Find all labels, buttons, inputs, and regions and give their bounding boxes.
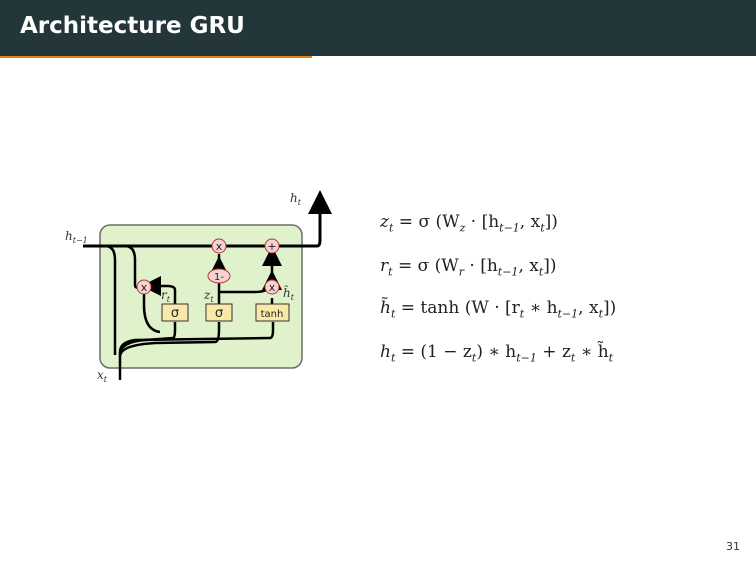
r-mult-down xyxy=(142,294,161,334)
mult-op-h-label: x xyxy=(269,281,276,294)
slide-header: Architecture GRU xyxy=(0,0,756,56)
r-arrow xyxy=(141,276,177,304)
mult-op-h: x xyxy=(264,279,280,295)
tanh-gate: tanh xyxy=(255,303,290,322)
plus-op-label: + xyxy=(267,240,276,253)
page-number: 31 xyxy=(726,540,740,553)
output-arrow xyxy=(308,190,332,248)
sigma-gate-r-label: σ xyxy=(171,306,179,321)
mult-op-r-label: x xyxy=(141,281,148,294)
sigma-gate-z-label: σ xyxy=(215,306,223,321)
label-h-prev: ht−1 xyxy=(65,229,88,245)
title-underline xyxy=(0,56,312,58)
sigma-gate-r: σ xyxy=(161,303,189,322)
gru-cell-box xyxy=(99,224,303,369)
plus-op: + xyxy=(264,238,280,254)
tanh-gate-label: tanh xyxy=(261,309,284,320)
input-to-z xyxy=(118,322,221,357)
equation-htilde: h̃t = tanh (W · [rt ∗ ht−1, xt]) xyxy=(380,298,617,321)
hprev-to-left xyxy=(104,244,117,355)
input-to-r xyxy=(118,322,177,356)
mult-op-top-label: x xyxy=(216,240,223,253)
label-x: xt xyxy=(97,368,108,384)
equation-r: rt = σ (Wr · [ht−1, xt]) xyxy=(380,256,557,279)
equation-z: zt = σ (Wz · [ht−1, xt]) xyxy=(380,212,558,235)
one-minus-op-label: 1- xyxy=(214,272,224,283)
one-minus-op: 1- xyxy=(207,268,231,284)
label-h-out: ht xyxy=(290,191,302,207)
mult-op-top: x xyxy=(211,238,227,254)
input-line xyxy=(118,322,275,380)
gru-cell-diagram: x + 1- x x σ σ tanh ht ht−1 xt rt zt h̃t xyxy=(65,190,332,384)
sigma-gate-z: σ xyxy=(205,303,233,322)
equation-h: ht = (1 − zt) ∗ ht−1 + zt ∗ h̃t xyxy=(380,342,614,365)
mult-op-r: x xyxy=(136,279,152,295)
slide-title: Architecture GRU xyxy=(20,13,245,39)
label-z: zt xyxy=(203,288,214,304)
label-htilde: h̃t xyxy=(283,284,295,302)
label-r: rt xyxy=(161,288,171,304)
